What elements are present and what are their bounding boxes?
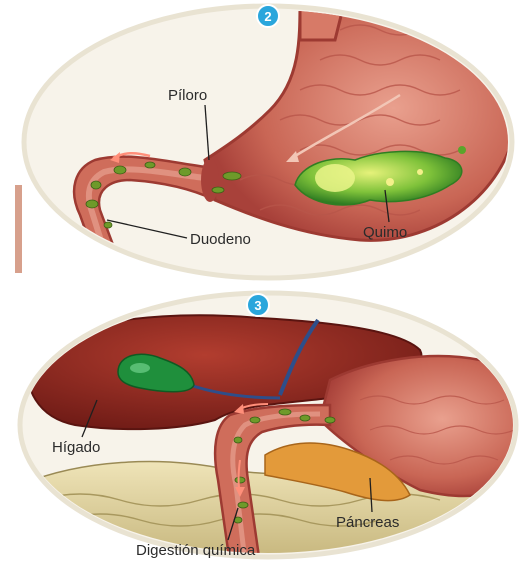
panel-2: 2 Píloro Duodeno Quimo — [24, 0, 519, 285]
side-strip — [15, 185, 22, 273]
panel-3: 3 Hígado Páncreas Digestión química — [0, 293, 530, 578]
label-duodeno: Duodeno — [190, 231, 251, 248]
step-number-3: 3 — [254, 298, 261, 313]
label-pancreas: Páncreas — [336, 514, 399, 531]
label-digestion-quimica: Digestión química — [136, 542, 256, 559]
label-higado: Hígado — [52, 439, 100, 456]
label-piloro: Píloro — [168, 87, 207, 104]
pylorus-ring — [201, 158, 219, 202]
label-quimo: Quimo — [363, 224, 407, 241]
step-number-2: 2 — [264, 9, 271, 24]
